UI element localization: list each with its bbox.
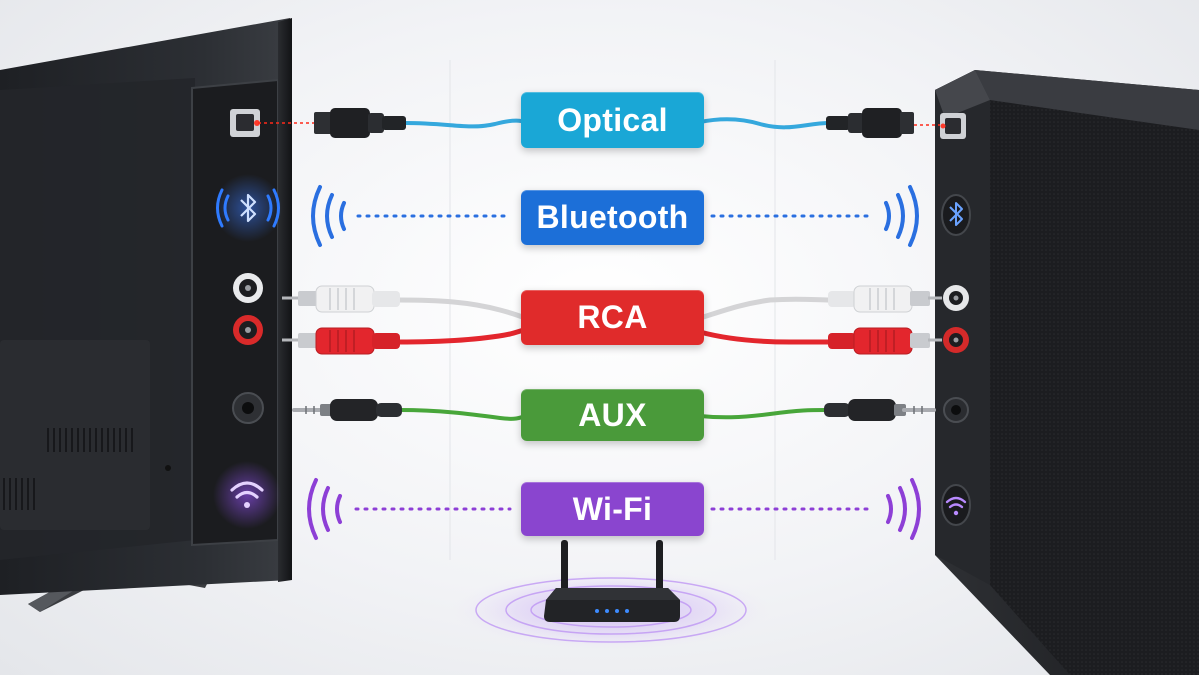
optical-cable [258,108,940,138]
tv-rca-white-port [233,273,263,303]
aux-cable [292,399,936,421]
speaker-bluetooth-indicator [941,194,971,236]
rca-white-plug-right [828,285,942,313]
router-icon [544,540,680,622]
bluetooth-label: Bluetooth [521,190,704,245]
background-guides [449,60,776,560]
rca-label-text: RCA [577,299,648,335]
bluetooth-waves-left [311,185,346,247]
tv-aux-port [232,392,264,424]
optical-label-text: Optical [557,101,668,138]
aux-label-text: AUX [578,396,647,433]
rca-red-plug-right [828,327,942,355]
bluetooth-icon [240,193,257,223]
tv-bluetooth-indicator [214,174,282,242]
aux-label: AUX [521,389,704,441]
bluetooth-waves-right [884,185,919,247]
rca-cables [282,285,942,355]
speaker-aux-port [943,397,969,423]
rca-white-plug-left [282,285,400,313]
tv [0,18,292,612]
speaker-rca-white-port [943,285,969,311]
speaker-optical-port [940,113,966,139]
wifi-label: Wi-Fi [521,482,704,536]
tv-vent-grille [47,428,133,452]
rca-label: RCA [521,290,704,345]
wifi-label-text: Wi-Fi [572,490,653,527]
tv-rca-red-port [233,315,263,345]
tv-wifi-indicator [213,461,281,529]
rca-red-plug-left [282,327,400,355]
speaker-wifi-indicator [941,484,971,526]
router [451,540,771,650]
bluetooth-label-text: Bluetooth [536,199,689,235]
wifi-waves-left [307,478,342,540]
bluetooth-link [311,185,919,247]
wifi-icon [945,496,967,509]
optical-plug-left [314,108,406,138]
aux-plug-left [292,399,402,421]
optical-plug-right [826,108,914,138]
bluetooth-icon [949,202,963,226]
wifi-link [307,478,921,540]
speaker [935,70,1199,675]
aux-plug-right [824,399,936,421]
wifi-icon [230,481,264,499]
speaker-rca-red-port [943,327,969,353]
wifi-waves-right [886,478,921,540]
tv-optical-port [230,109,260,137]
optical-label: Optical [521,92,704,148]
